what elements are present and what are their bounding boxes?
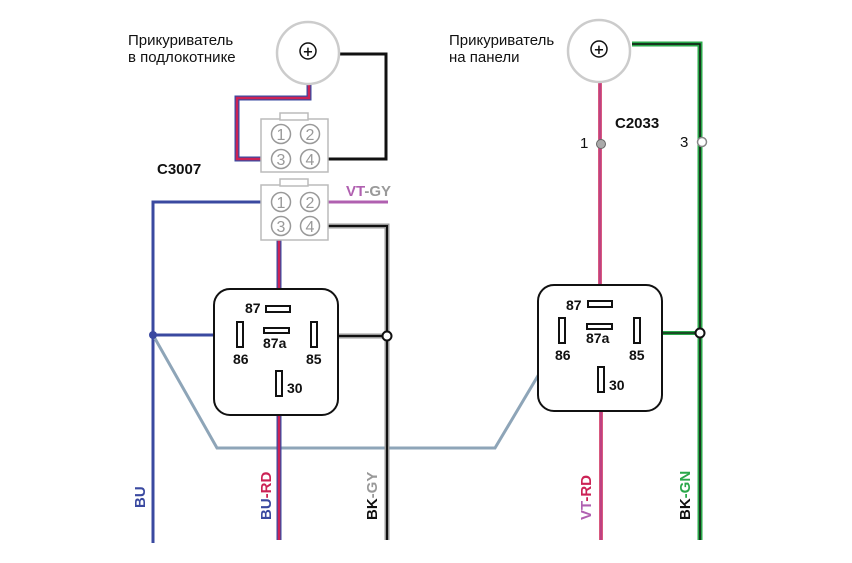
relay-right: 87 87a 86 85 30 xyxy=(537,284,663,412)
lighter-left-label-2: в подлокотнике xyxy=(128,49,236,66)
connector-upper: 1 2 3 4 xyxy=(260,112,329,173)
lighter-left-plus: + xyxy=(303,45,314,60)
wire-lighter-left-minus xyxy=(320,52,388,161)
connector-lower: 1 2 3 4 xyxy=(260,178,329,241)
lighter-right-label-1: Прикуриватель xyxy=(449,32,554,49)
relay-right-30: 30 xyxy=(609,377,625,393)
relay-right-87: 87 xyxy=(566,297,582,313)
relay-left-85: 85 xyxy=(306,351,322,367)
relay-left-87: 87 xyxy=(245,300,261,316)
label-bk-gn: BK-GN xyxy=(677,471,694,520)
wire-bu xyxy=(151,200,270,543)
junction-bk-gn xyxy=(694,327,706,339)
relay-left-30: 30 xyxy=(287,380,303,396)
lower-pin-3: 3 xyxy=(277,219,286,236)
relay-right-85: 85 xyxy=(629,347,645,363)
c2033-label: C2033 xyxy=(615,115,659,132)
upper-pin-4: 4 xyxy=(306,152,315,169)
relay-right-87a: 87a xyxy=(586,330,610,346)
upper-pin-2: 2 xyxy=(306,127,315,144)
lighter-right-terminal xyxy=(590,40,608,58)
label-vt-rd: VT-RD xyxy=(578,475,595,520)
wire-signal xyxy=(151,334,563,450)
relay-left-86: 86 xyxy=(233,351,249,367)
c2033-pin-1 xyxy=(596,139,606,149)
c3007-label: C3007 xyxy=(157,161,201,178)
label-bu: BU xyxy=(132,486,149,508)
lower-pin-1: 1 xyxy=(277,195,286,212)
junction-bk-gy xyxy=(381,330,393,342)
lower-pin-2: 2 xyxy=(306,195,315,212)
c2033-pin-3-label: 3 xyxy=(680,134,688,151)
relay-right-86: 86 xyxy=(555,347,571,363)
lower-pin-4: 4 xyxy=(306,219,315,236)
relay-left-87a: 87a xyxy=(263,335,287,351)
label-bk-gy: BK-GY xyxy=(364,472,381,520)
lighter-right-label-2: на панели xyxy=(449,49,520,66)
upper-pin-1: 1 xyxy=(277,127,286,144)
lighter-left-label-1: Прикуриватель xyxy=(128,32,233,49)
c2033-pin-3 xyxy=(696,136,708,148)
label-vt-gy: VT-GY xyxy=(346,183,391,200)
relay-left: 87 87a 86 85 30 xyxy=(213,288,339,416)
lighter-right-plus: + xyxy=(594,43,605,58)
junction-bu xyxy=(149,331,157,339)
label-bu-rd: BU-RD xyxy=(258,471,275,520)
lighter-left-terminal xyxy=(299,42,317,60)
upper-pin-3: 3 xyxy=(277,152,286,169)
c2033-pin-1-label: 1 xyxy=(580,135,588,152)
